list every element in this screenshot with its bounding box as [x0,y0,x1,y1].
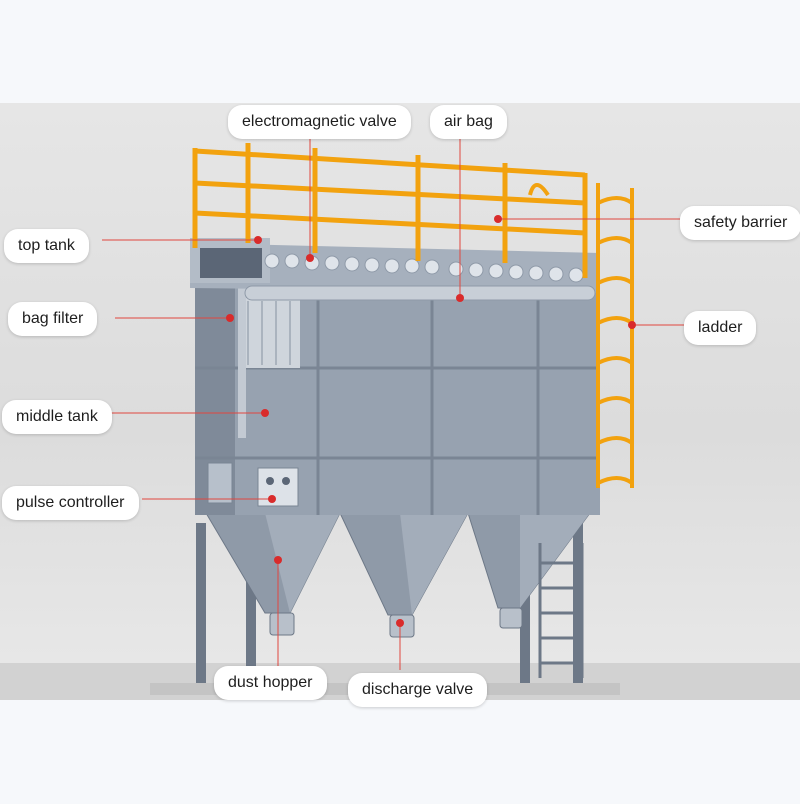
label-middle-tank: middle tank [2,400,112,434]
label-dust-hopper: dust hopper [214,666,327,700]
marker-dots [226,215,636,627]
label-safety-barrier: safety barrier [680,206,800,240]
label-ladder: ladder [684,311,757,345]
label-air-bag: air bag [430,105,507,139]
label-bag-filter: bag filter [8,302,98,336]
label-discharge-valve: discharge valve [348,673,488,707]
label-electromagnetic-valve: electromagnetic valve [228,105,411,139]
dust-collector-drawing [0,133,800,700]
label-pulse-controller: pulse controller [2,486,139,520]
leader-lines [102,133,684,670]
dust-collector-illustration [0,103,800,700]
label-top-tank: top tank [4,229,89,263]
